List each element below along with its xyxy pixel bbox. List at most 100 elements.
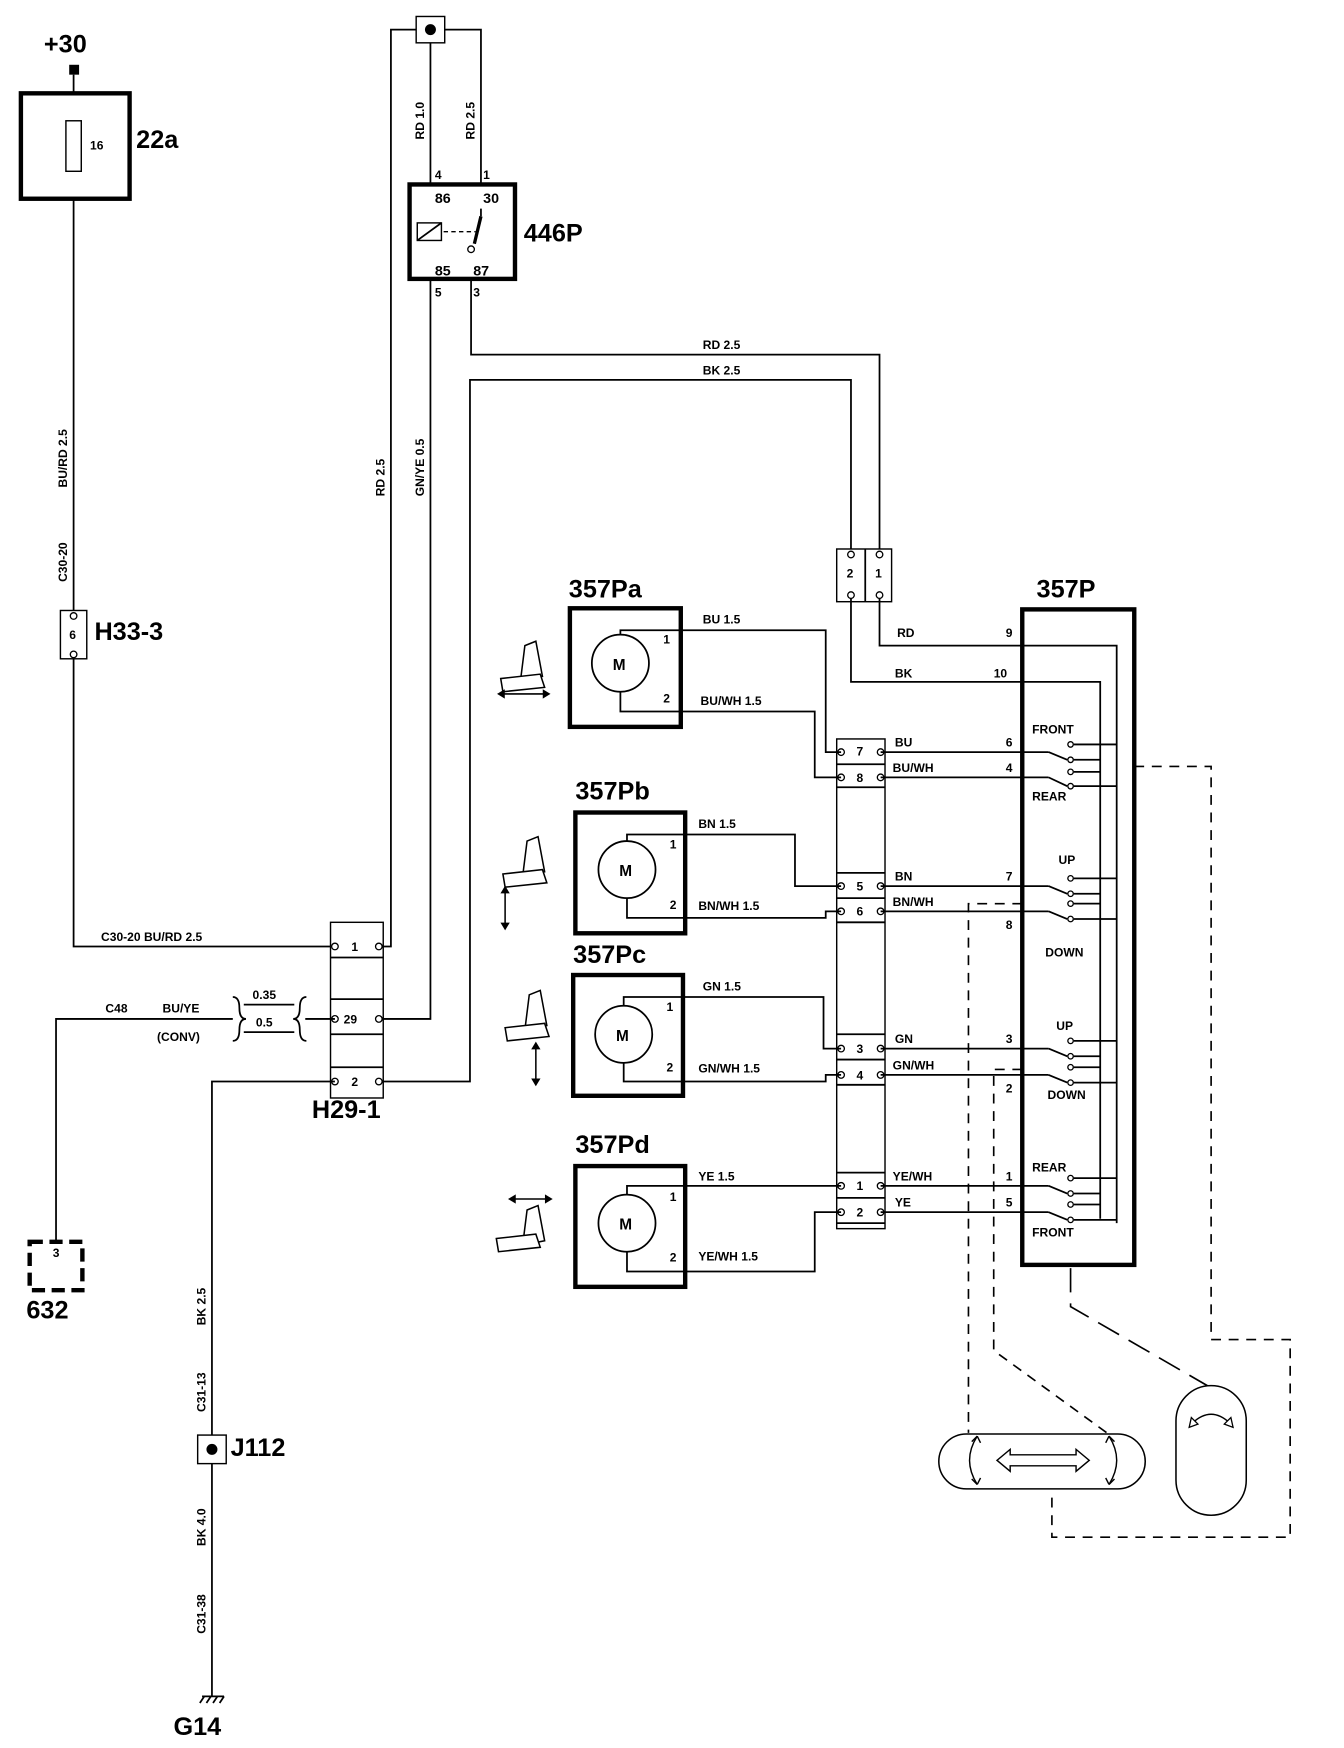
switch-row-wire-1: BU <box>895 736 912 750</box>
wire-label-rd25: RD 2.5 <box>373 458 387 496</box>
switch-label-up-2: UP <box>1056 1019 1073 1033</box>
motor-357pa-id: 357Pa <box>569 575 643 603</box>
seat-height-front-icon <box>500 835 548 931</box>
seat-slide-icon <box>497 640 551 699</box>
fuse-box-22a <box>18 91 132 201</box>
switch-label-front-2: FRONT <box>1032 1225 1074 1239</box>
relay-446p <box>407 182 518 282</box>
relay-pin-30: 30 <box>483 191 499 207</box>
h29-pin-2: 2 <box>351 1075 358 1089</box>
wire-label-conv: (CONV) <box>157 1030 200 1044</box>
wire-label-bk25: BK 2.5 <box>194 1287 208 1325</box>
switch-contacts <box>1023 644 1118 1224</box>
switch-row-wire-2: BU/WH <box>893 761 934 775</box>
motor-357pd-wire1: YE 1.5 <box>698 1169 735 1183</box>
fuse-id: 22a <box>136 126 179 154</box>
switch-label-rear-1: REAR <box>1032 789 1066 803</box>
relay-conn-1: 1 <box>483 168 490 182</box>
mid-pin-6: 6 <box>856 905 863 919</box>
switch-row-wire-5: GN <box>895 1032 913 1046</box>
switch-row-pin-1: 6 <box>1006 736 1013 750</box>
connector-632-pin: 3 <box>53 1246 60 1260</box>
switch-row-wire-3: BN <box>895 870 912 884</box>
motor-357pc-id: 357Pc <box>573 941 646 969</box>
upper-pin-2: 2 <box>847 567 854 581</box>
motor-357pa <box>567 606 683 730</box>
wire-label-rd25-h: RD 2.5 <box>703 338 741 352</box>
mid-pin-7: 7 <box>856 744 863 758</box>
switch-bk-pin: 10 <box>994 666 1008 680</box>
fuse-element <box>65 120 82 173</box>
backrest-switch-icon <box>1175 1384 1248 1516</box>
switch-rd-pin: 9 <box>1006 626 1013 640</box>
mid-pin-1: 1 <box>856 1179 863 1193</box>
wire-label-c48: C48 <box>105 1001 127 1015</box>
motor-357pb-symbol: M <box>619 863 632 880</box>
motor-357pd-pin2: 2 <box>670 1251 677 1265</box>
motor-357pb-pin2: 2 <box>670 898 677 912</box>
switch-label-down-1: DOWN <box>1045 945 1083 959</box>
wire-label-buye: BU/YE <box>163 1001 200 1015</box>
switch-row-pin-5: 3 <box>1006 1032 1013 1046</box>
motor-357pc-pin1: 1 <box>667 1000 674 1014</box>
connector-h33-id: H33-3 <box>94 618 163 646</box>
switch-row-pin-8: 5 <box>1006 1196 1013 1210</box>
motor-357pb-pin1: 1 <box>670 838 677 852</box>
relay-id: 446P <box>524 220 583 248</box>
switch-label-down-2: DOWN <box>1048 1088 1086 1102</box>
relay-pin-86: 86 <box>435 191 451 207</box>
motor-357pd-pin1: 1 <box>670 1190 677 1204</box>
switch-357p <box>1020 607 1137 1268</box>
wire-label-rd10: RD 1.0 <box>413 102 427 140</box>
switch-label-up-1: UP <box>1058 853 1075 867</box>
relay-conn-4: 4 <box>435 168 442 182</box>
motor-357pc-wire2: GN/WH 1.5 <box>698 1062 760 1076</box>
wire-label-gnye: GN/YE 0.5 <box>413 438 427 496</box>
wire-label-c31-38: C31-38 <box>194 1594 208 1634</box>
switch-label-rear-2: REAR <box>1032 1161 1066 1175</box>
middle-connector-rows <box>836 763 886 1225</box>
switch-id: 357P <box>1037 575 1096 603</box>
switch-rd-label: RD <box>897 626 915 640</box>
ground-id: G14 <box>174 1713 222 1741</box>
switch-label-front-1: FRONT <box>1032 722 1074 736</box>
wire-label-rd25-relay: RD 2.5 <box>463 102 477 140</box>
mid-pin-8: 8 <box>856 771 863 785</box>
connector-h29-1 <box>329 921 384 1099</box>
power-terminal-label: +30 <box>44 31 87 59</box>
motor-357pd-wire2: YE/WH 1.5 <box>698 1249 758 1263</box>
mid-pin-4: 4 <box>856 1068 863 1082</box>
switch-row-pin-4: 8 <box>1006 918 1013 932</box>
seat-height-rear-icon <box>504 989 551 1087</box>
switch-row-wire-4: BN/WH <box>893 895 934 909</box>
wire-label-h29-top: C30-20 BU/RD 2.5 <box>101 930 203 944</box>
relay-conn-5: 5 <box>435 285 442 299</box>
switch-row-wire-6: GN/WH <box>893 1058 935 1072</box>
relay-pin-87: 87 <box>473 264 489 280</box>
motor-357pc <box>570 972 686 1098</box>
connector-middle <box>835 738 886 1230</box>
seat-backrest-icon <box>495 1194 553 1253</box>
mid-pin-3: 3 <box>856 1042 863 1056</box>
connector-h33-pin: 6 <box>69 628 76 642</box>
motor-357pb-wire1: BN 1.5 <box>698 817 736 831</box>
seat-switch-icon <box>938 1433 1147 1490</box>
motor-357pb-id: 357Pb <box>575 777 649 805</box>
motor-357pc-symbol: M <box>616 1028 629 1045</box>
motor-357pa-pin2: 2 <box>663 692 670 706</box>
connector-upper <box>835 548 893 603</box>
motor-357pd <box>573 1163 688 1290</box>
wire-label-05: 0.5 <box>256 1016 273 1030</box>
splice-j112-id: J112 <box>231 1434 286 1462</box>
motor-357pc-wire1: GN 1.5 <box>703 979 742 993</box>
relay-conn-3: 3 <box>473 285 480 299</box>
switch-row-pin-3: 7 <box>1006 870 1013 884</box>
motor-357pb-wire2: BN/WH 1.5 <box>698 899 759 913</box>
mid-pin-5: 5 <box>856 879 863 893</box>
wire-label-c31-13: C31-13 <box>194 1372 208 1412</box>
fuse-number: 16 <box>90 138 104 152</box>
switch-row-wire-8: YE <box>895 1196 911 1210</box>
switch-row-pin-2: 4 <box>1006 761 1013 775</box>
connector-632-id: 632 <box>26 1297 68 1325</box>
